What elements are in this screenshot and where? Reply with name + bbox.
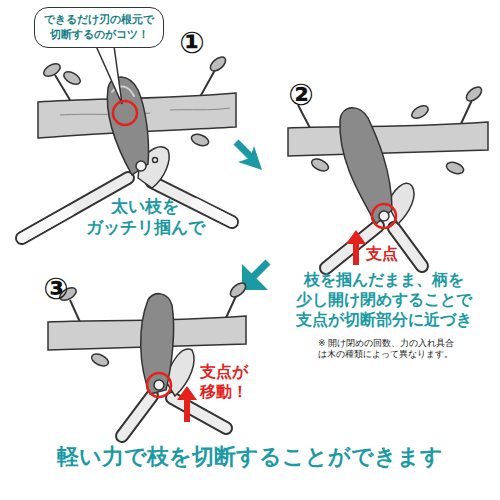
pivot-bolt bbox=[379, 211, 389, 221]
bolt bbox=[153, 158, 158, 163]
blade bbox=[107, 77, 148, 175]
leaf bbox=[228, 280, 248, 299]
highlight-circle bbox=[372, 204, 396, 228]
panel-two-art bbox=[288, 84, 488, 268]
twig bbox=[70, 300, 80, 322]
panel-three-art bbox=[48, 280, 248, 436]
leaf bbox=[208, 54, 228, 73]
handle bbox=[122, 396, 152, 436]
pivot-bolt bbox=[136, 161, 146, 171]
pointer-arrow bbox=[353, 242, 359, 265]
leaf bbox=[90, 352, 111, 369]
pointer-arrow-head bbox=[177, 386, 197, 400]
leaf bbox=[190, 132, 210, 148]
caption: 軽い力で枝を切断することができます bbox=[10, 442, 490, 472]
highlight-circle bbox=[147, 373, 171, 397]
twig bbox=[200, 70, 215, 97]
branch-body bbox=[288, 122, 488, 156]
grip bbox=[22, 211, 70, 238]
leaf bbox=[464, 84, 484, 103]
callout-text: できるだけ刃の根元で 切断するのがコツ！ bbox=[35, 13, 163, 42]
handle-outline bbox=[122, 396, 152, 436]
step-number: ② bbox=[279, 76, 323, 114]
footnote: ※ 開け閉めの回数、力の入れ具合 は木の種類によって異なります。 bbox=[318, 338, 496, 361]
handle bbox=[172, 398, 226, 428]
step-caption: 枝を掴んだまま、柄を 少し開け閉めすることで 支点が切断部分に近づき bbox=[272, 270, 496, 330]
pointer-arrow-head bbox=[346, 230, 366, 244]
lopper bbox=[326, 108, 422, 268]
step-number: ③ bbox=[34, 270, 78, 308]
pivot-label: 支点 bbox=[366, 244, 416, 264]
handle-outline bbox=[394, 228, 422, 266]
highlight-circle bbox=[113, 101, 137, 125]
handle-outline bbox=[172, 398, 226, 428]
leaf bbox=[62, 69, 83, 87]
leaf bbox=[310, 157, 331, 174]
pivot-bolt bbox=[154, 380, 164, 390]
flow-arrow bbox=[236, 142, 252, 158]
pointer-arrow bbox=[184, 398, 190, 422]
bubble-tail bbox=[96, 46, 122, 104]
pivot-label: 支点が 移動！ bbox=[200, 362, 262, 402]
branch bbox=[288, 84, 488, 175]
step-caption: 太い枝を ガッチリ掴んで bbox=[78, 196, 212, 239]
leaf bbox=[445, 160, 465, 176]
leaf bbox=[410, 103, 431, 121]
handle bbox=[394, 228, 422, 266]
lopper bbox=[22, 77, 232, 238]
callout-bubble: できるだけ刃の根元で 切断するのがコツ！ bbox=[34, 7, 164, 48]
twig bbox=[460, 100, 472, 126]
panel-one-art bbox=[22, 46, 236, 238]
flow-arrow bbox=[232, 140, 262, 170]
blade bbox=[340, 108, 392, 224]
step-number: ① bbox=[170, 24, 214, 62]
leaf bbox=[42, 61, 63, 79]
